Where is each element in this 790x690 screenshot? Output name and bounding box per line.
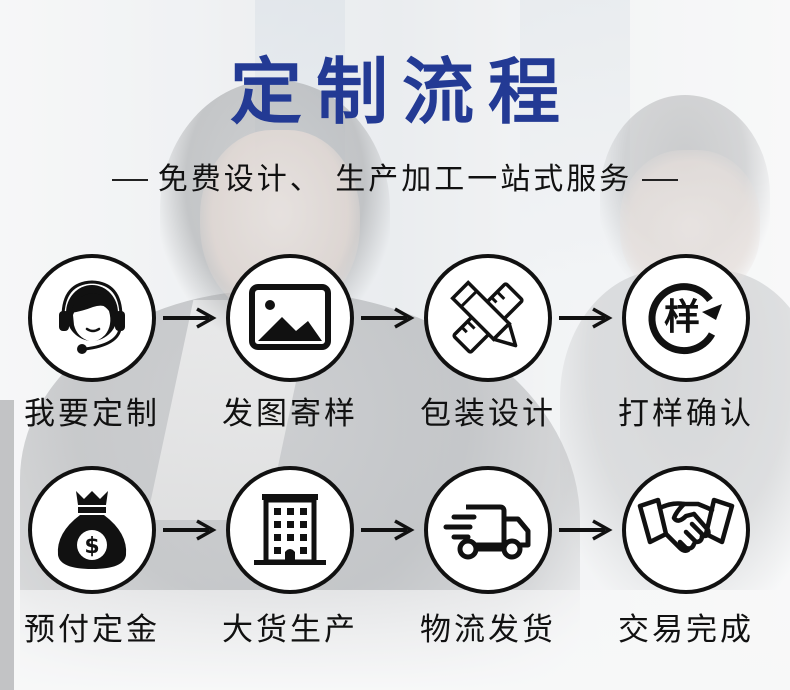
background-edge	[0, 400, 14, 690]
step-circle	[622, 466, 750, 594]
step-3: 包装设计	[420, 254, 553, 432]
step-label: 交易完成	[618, 612, 754, 648]
step-5: $ 预付定金	[24, 466, 157, 648]
step-label: 包装设计	[420, 396, 556, 432]
step-circle: 样	[622, 254, 750, 382]
step-circle	[28, 254, 156, 382]
step-label: 发图寄样	[222, 396, 358, 432]
page-subtitle: 免费设计、 生产加工一站式服务	[0, 160, 790, 200]
delivery-truck-icon	[443, 504, 531, 560]
subtitle-left-dash	[111, 179, 148, 181]
step-label: 预付定金	[24, 612, 160, 648]
building-icon	[254, 494, 326, 565]
svg-text:$: $	[84, 534, 99, 559]
step-2: 发图寄样	[222, 254, 355, 432]
arrow-right-icon	[559, 307, 613, 329]
customer-service-headset-icon	[59, 280, 125, 354]
step-circle: $	[28, 466, 156, 594]
step-label: 大货生产	[222, 612, 358, 648]
money-bag-icon: $	[57, 491, 127, 569]
step-label: 打样确认	[618, 396, 754, 432]
step-circle	[226, 254, 354, 382]
step-circle	[226, 466, 354, 594]
arrow-right-icon	[559, 519, 613, 541]
step-4: 样 打样确认	[618, 254, 751, 432]
arrow-right-icon	[361, 519, 415, 541]
page-title: 定制流程	[229, 50, 574, 134]
svg-text:样: 样	[664, 297, 700, 338]
handshake-icon	[637, 497, 735, 553]
subtitle-text: 免费设计、 生产加工一站式服务	[157, 162, 633, 197]
subtitle-right-dash	[642, 179, 679, 181]
image-icon	[249, 284, 331, 350]
step-1: 我要定制	[24, 254, 157, 432]
arrow-right-icon	[361, 307, 415, 329]
step-circle	[424, 254, 552, 382]
step-8: 交易完成	[618, 466, 751, 648]
step-label: 物流发货	[420, 612, 556, 648]
arrow-right-icon	[163, 307, 217, 329]
background-desk	[0, 590, 790, 690]
sample-refresh-icon: 样	[648, 283, 722, 355]
step-circle	[424, 466, 552, 594]
step-7: 物流发货	[420, 466, 553, 648]
step-label: 我要定制	[24, 396, 160, 432]
step-6: 大货生产	[222, 466, 355, 648]
pencil-ruler-icon	[450, 280, 524, 354]
arrow-right-icon	[163, 519, 217, 541]
